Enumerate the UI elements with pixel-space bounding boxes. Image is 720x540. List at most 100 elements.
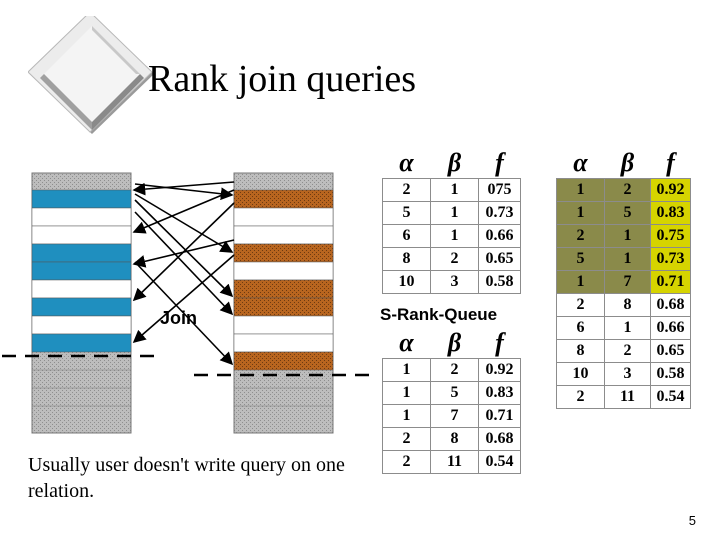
table-cell: 10 <box>556 362 605 386</box>
slide-note: Usually user doesn't write query on one … <box>28 454 345 502</box>
table-cell: 2 <box>556 385 605 409</box>
table-cell: 1 <box>430 224 479 248</box>
table-cell: 1 <box>556 201 605 225</box>
table-cell: 1 <box>604 224 651 248</box>
table-cell: 8 <box>604 293 651 317</box>
column-header-beta: β <box>620 148 635 177</box>
table-cell: 1 <box>430 201 479 225</box>
table-cell: 2 <box>382 450 431 474</box>
table-cell: 10 <box>382 270 431 294</box>
table-cell: 1 <box>604 316 651 340</box>
table-cell: 0.68 <box>478 427 521 451</box>
column-header-f: f <box>495 148 504 177</box>
table-cell: 075 <box>478 178 521 202</box>
table-cell: 5 <box>430 381 479 405</box>
page-number: 5 <box>688 513 696 528</box>
table-cell: 1 <box>382 404 431 428</box>
table-cell: 0.68 <box>650 293 691 317</box>
table-cell: 2 <box>382 427 431 451</box>
table-cell: 11 <box>430 450 479 474</box>
table-cell: 0.58 <box>478 270 521 294</box>
table-cell: 0.58 <box>650 362 691 386</box>
table-cell: 0.73 <box>478 201 521 225</box>
table-cell: 2 <box>430 358 479 382</box>
column-header-f: f <box>666 148 675 177</box>
table-cell: 8 <box>430 427 479 451</box>
table-cell: 0.66 <box>650 316 691 340</box>
table-cell: 2 <box>430 247 479 271</box>
table-cell: 8 <box>556 339 605 363</box>
table-cell: 5 <box>604 201 651 225</box>
table-cell: 0.92 <box>478 358 521 382</box>
table-cell: 0.83 <box>650 201 691 225</box>
table-cell: 2 <box>556 293 605 317</box>
table-cell: 3 <box>430 270 479 294</box>
table-cell: 0.73 <box>650 247 691 271</box>
table-cell: 0.83 <box>478 381 521 405</box>
table-cell: 0.66 <box>478 224 521 248</box>
column-header-beta: β <box>447 328 462 357</box>
table-cell: 5 <box>382 201 431 225</box>
table-cell: 6 <box>382 224 431 248</box>
table-cell: 1 <box>556 270 605 294</box>
table-cell: 2 <box>604 178 651 202</box>
table-cell: 0.75 <box>650 224 691 248</box>
join-arrows <box>132 181 235 366</box>
table-cell: 11 <box>604 385 651 409</box>
table-cell: 2 <box>556 224 605 248</box>
column-header-f: f <box>495 328 504 357</box>
table-cell: 2 <box>604 339 651 363</box>
left-relation <box>31 172 132 434</box>
table-cell: 1 <box>556 178 605 202</box>
table-cell: 0.65 <box>478 247 521 271</box>
table-cell: 5 <box>556 247 605 271</box>
table-cell: 1 <box>430 178 479 202</box>
column-header-beta: β <box>447 148 462 177</box>
table-cell: 3 <box>604 362 651 386</box>
table-cell: 0.92 <box>650 178 691 202</box>
s-rank-queue-label: S-Rank-Queue <box>380 305 498 324</box>
table-cell: 0.71 <box>478 404 521 428</box>
slide-title: Rank join queries <box>148 58 417 100</box>
table-cell: 0.71 <box>650 270 691 294</box>
join-label: Join <box>160 308 198 328</box>
table-cell: 2 <box>382 178 431 202</box>
diamond-logo-icon <box>28 16 154 134</box>
table-cell: 0.65 <box>650 339 691 363</box>
right-relation <box>233 172 334 434</box>
table-cell: 1 <box>382 358 431 382</box>
table-cell: 1 <box>382 381 431 405</box>
table-cell: 6 <box>556 316 605 340</box>
column-header-alpha: α <box>573 148 588 177</box>
column-header-alpha: α <box>399 148 414 177</box>
table-cell: 7 <box>604 270 651 294</box>
column-header-alpha: α <box>399 328 414 357</box>
table-cell: 0.54 <box>650 385 691 409</box>
table-cell: 0.54 <box>478 450 521 474</box>
rank-join-diagram <box>2 172 378 434</box>
